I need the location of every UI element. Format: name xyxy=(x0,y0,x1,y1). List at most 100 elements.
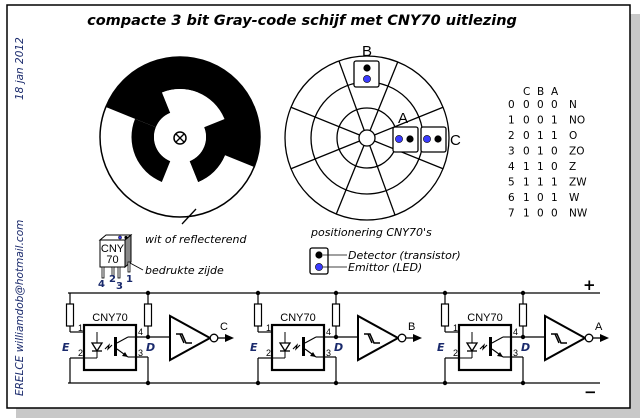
table-cell: 4 xyxy=(508,161,515,173)
table-cell: 7 xyxy=(508,208,515,220)
chip-label: CNY70 xyxy=(280,312,315,324)
disk-spoke xyxy=(374,106,444,136)
legend-detector: Detector (transistor) xyxy=(348,249,461,262)
schmitt-inverter xyxy=(357,314,401,362)
pin-1: 1 xyxy=(78,323,83,333)
package-pin-2: 2 xyxy=(109,274,116,285)
light-rays-icon xyxy=(292,343,301,351)
schmitt-inverter xyxy=(544,314,588,362)
sensor-a-label: A xyxy=(398,110,408,127)
detector-label: D xyxy=(521,341,530,354)
table-cell: 1 xyxy=(537,161,544,173)
disk-track-inner xyxy=(189,146,225,182)
sensor-legend: Detector (transistor) Emittor (LED) xyxy=(309,247,461,275)
table-cell: 0 xyxy=(551,208,558,220)
junction-dot xyxy=(333,334,339,340)
table-cell: 2 xyxy=(508,130,515,142)
table-cell: 1 xyxy=(523,161,530,173)
pin-3: 3 xyxy=(138,348,143,358)
phototransistor-icon xyxy=(114,337,117,356)
package-text-1: CNY xyxy=(101,243,125,255)
cny70-package: CNY 70 4 2 3 1 xyxy=(98,233,144,292)
cny70-chip xyxy=(270,323,326,372)
table-header: C xyxy=(523,86,530,98)
table-cell: 0 xyxy=(551,161,558,173)
resistor xyxy=(253,303,263,327)
emitter-label: E xyxy=(250,341,258,354)
table-cell: 0 xyxy=(537,192,544,204)
pin-4: 4 xyxy=(138,327,143,337)
detector-label: D xyxy=(334,341,343,354)
gray-code-disk xyxy=(99,56,261,225)
output-arrow-icon xyxy=(225,334,234,342)
resistor xyxy=(65,303,75,327)
pin-4: 4 xyxy=(513,327,518,337)
disk-spoke xyxy=(335,145,365,215)
sensor-b-label: B xyxy=(362,43,372,60)
table-cell: W xyxy=(569,192,580,204)
table-cell: 1 xyxy=(523,208,530,220)
rail-plus-label: + xyxy=(583,276,596,294)
junction-dot xyxy=(442,290,448,296)
table-header: A xyxy=(551,86,559,98)
table-cell: ZO xyxy=(569,146,584,158)
schmitt-inverter xyxy=(169,314,213,362)
junction-dot xyxy=(145,380,151,386)
table-cell: 0 xyxy=(523,130,530,142)
table-cell: N xyxy=(569,99,577,111)
package-pin-4: 4 xyxy=(98,279,105,290)
disk-spoke xyxy=(290,140,360,170)
center-mark-icon xyxy=(175,133,185,143)
disk-spoke xyxy=(369,61,399,131)
reflective-label: wit of reflecterend xyxy=(145,233,248,246)
resistor xyxy=(518,303,528,327)
output-label: A xyxy=(595,321,603,333)
table-cell: 1 xyxy=(537,177,544,189)
output-arrow-icon xyxy=(600,334,609,342)
disk-spoke xyxy=(338,60,365,131)
table-cell: 1 xyxy=(551,115,558,127)
disk-track-middle xyxy=(131,118,171,182)
pin-1: 1 xyxy=(453,323,458,333)
table-cell: ZW xyxy=(569,177,587,189)
table-cell: 0 xyxy=(551,99,558,111)
table-cell: 0 xyxy=(537,115,544,127)
disk-ring xyxy=(358,129,376,147)
printed-side-label: bedrukte zijde xyxy=(145,264,224,277)
package-pin-3: 3 xyxy=(116,281,123,292)
chip-label: CNY70 xyxy=(92,312,127,324)
pointer-line xyxy=(181,208,197,225)
author-label: ERELCE williamdob@hotmail.com xyxy=(14,220,26,396)
phototransistor-icon xyxy=(489,337,492,356)
disk-spoke xyxy=(374,140,444,170)
table-cell: O xyxy=(569,130,577,142)
junction-dot xyxy=(442,380,448,386)
legend-emitter: Emittor (LED) xyxy=(348,261,422,274)
table-cell: 1 xyxy=(551,130,558,142)
pin-2: 2 xyxy=(453,348,458,358)
inverter-bubble xyxy=(209,333,219,343)
sensor-a: A xyxy=(392,110,419,153)
pin-3: 3 xyxy=(326,348,331,358)
hysteresis-icon xyxy=(551,333,567,344)
table-cell: 0 xyxy=(551,146,558,158)
disk-notch xyxy=(162,89,198,113)
table-cell: 6 xyxy=(508,192,515,204)
light-rays-icon xyxy=(479,343,488,351)
table-cell: 0 xyxy=(523,146,530,158)
pin-2: 2 xyxy=(266,348,271,358)
chip-label: CNY70 xyxy=(467,312,502,324)
detector-dot xyxy=(315,251,323,259)
table-cell: 5 xyxy=(508,177,515,189)
table-cell: 1 xyxy=(537,130,544,142)
table-cell: 1 xyxy=(523,177,530,189)
inverter-bubble xyxy=(584,333,594,343)
pin-2: 2 xyxy=(78,348,83,358)
package-text-2: 70 xyxy=(106,254,118,266)
